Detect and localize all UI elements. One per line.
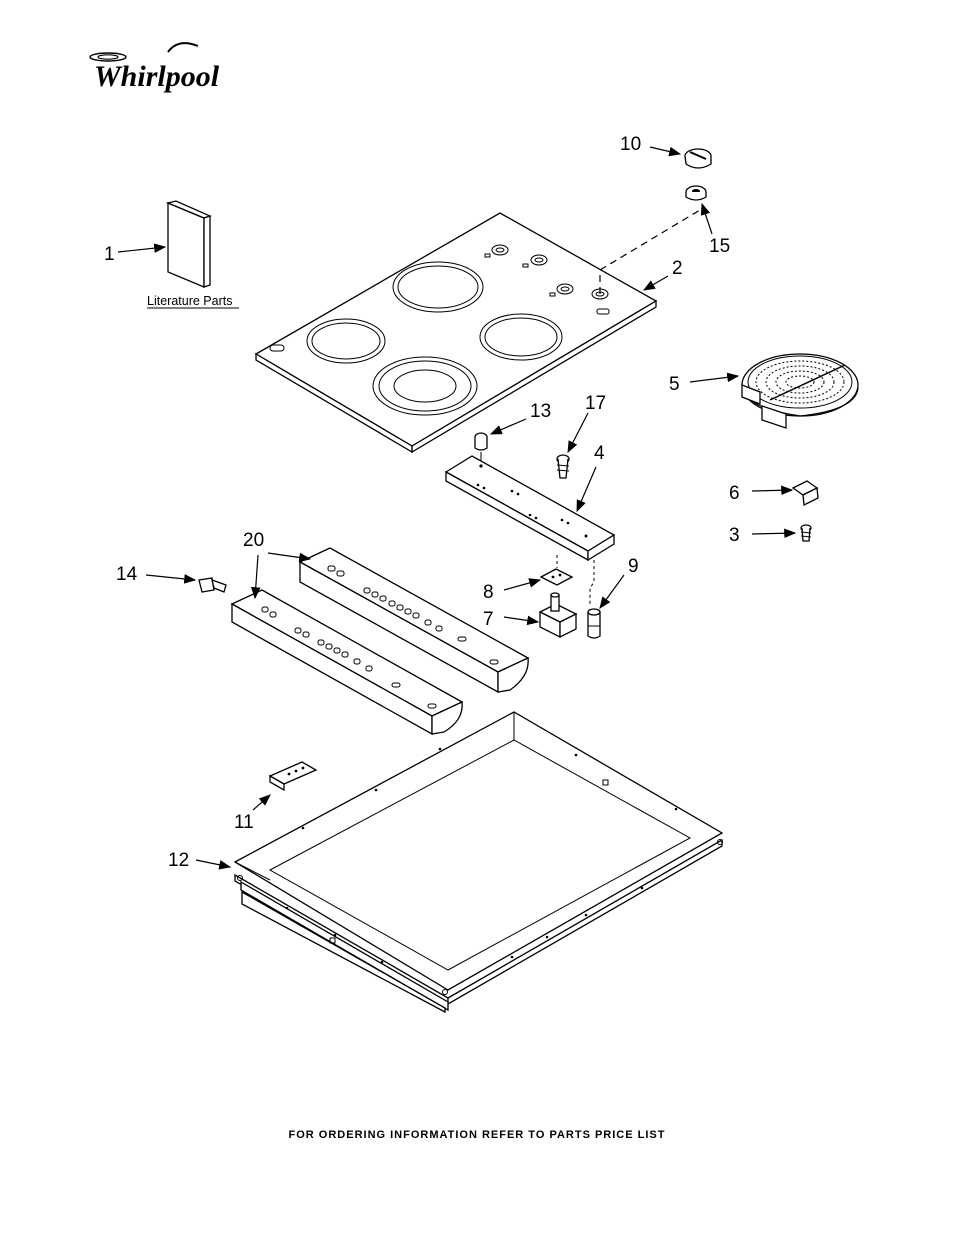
callout-3: 3 (729, 525, 740, 546)
leader-3 (751, 528, 797, 539)
infinite-switch (538, 592, 578, 639)
indicator-light (587, 560, 601, 639)
callout-6: 6 (729, 483, 740, 504)
ordering-info-footer: FOR ORDERING INFORMATION REFER TO PARTS … (288, 1129, 666, 1141)
leader-6 (751, 485, 794, 496)
control-knob (684, 148, 712, 169)
brand-wordmark: Whirlpool (94, 60, 220, 93)
callout-1: 1 (104, 244, 115, 265)
leader-7 (503, 615, 540, 626)
leader-12 (195, 859, 232, 870)
callout-15: 15 (709, 236, 730, 257)
callout-17: 17 (585, 393, 606, 414)
leader-5 (689, 372, 740, 383)
radiant-element (741, 353, 859, 429)
callout-7: 7 (483, 609, 494, 630)
leader-13 (489, 418, 527, 435)
rail-screw (198, 577, 227, 593)
bracket-screw (556, 454, 570, 479)
leader-15 (700, 202, 713, 235)
callout-8: 8 (483, 582, 494, 603)
callout-11: 11 (234, 812, 254, 833)
callout-20: 20 (243, 530, 264, 551)
whirlpool-logo: Whirlpool (89, 42, 220, 93)
callout-14: 14 (116, 564, 138, 585)
literature-booklet (165, 200, 212, 288)
element-bracket-clip (791, 480, 819, 507)
leader-9 (599, 574, 625, 609)
leader-4 (576, 466, 597, 513)
leader-1 (117, 243, 167, 253)
cooktop-glass (254, 212, 658, 454)
rail-slots-lower (261, 606, 437, 709)
bumper-plug (474, 432, 488, 462)
support-rail-lower (230, 589, 464, 736)
rail-slots-upper (327, 565, 499, 665)
leader-8 (503, 578, 542, 591)
leader-2 (642, 275, 669, 291)
callout-2: 2 (672, 258, 683, 279)
leader-11 (252, 794, 271, 811)
callout-13: 13 (530, 401, 551, 422)
callout-9: 9 (628, 556, 639, 577)
literature-parts-label: Literature Parts (147, 294, 232, 308)
screw (800, 524, 812, 542)
control-bracket (444, 455, 616, 562)
leader-10 (649, 146, 682, 157)
knob-ring (685, 185, 707, 201)
leader-20b (250, 554, 261, 600)
callout-10: 10 (620, 134, 641, 155)
callout-4: 4 (594, 443, 605, 464)
leader-17 (567, 412, 589, 454)
callout-5: 5 (669, 374, 680, 395)
leader-20a (267, 552, 312, 563)
burner-box-bracket (268, 761, 318, 792)
leader-14 (145, 574, 197, 584)
support-rail-upper (298, 547, 530, 694)
callout-12: 12 (168, 850, 189, 871)
burner-box (233, 711, 724, 1014)
mounting-plate (539, 555, 574, 586)
